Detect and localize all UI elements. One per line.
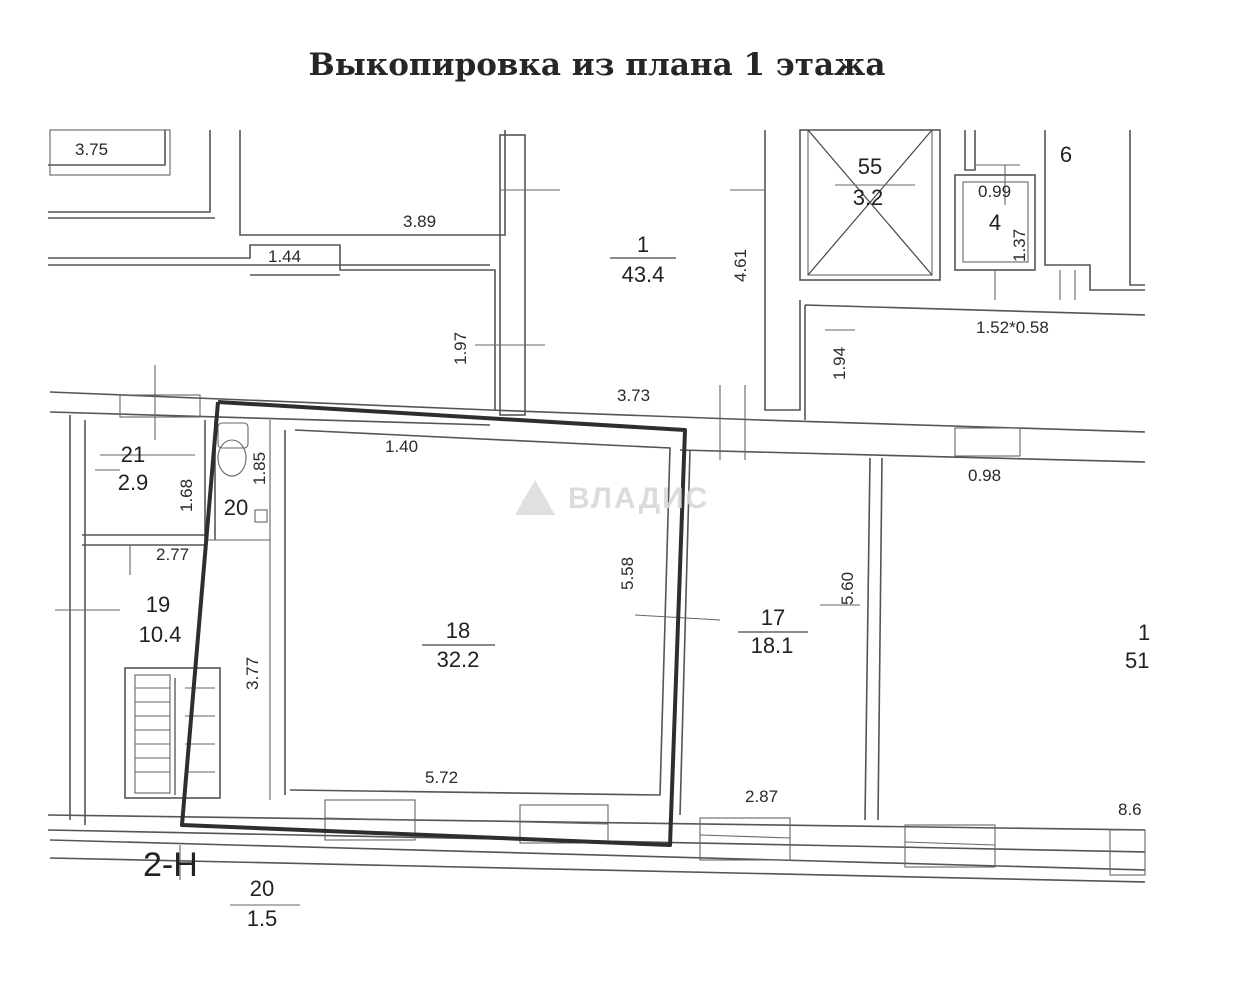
dim-1-94: 1.94 bbox=[830, 347, 849, 380]
room-18-number: 18 bbox=[446, 618, 470, 643]
room-20b-area: 1.5 bbox=[247, 906, 278, 931]
room-6-number: 6 bbox=[1060, 142, 1072, 167]
room-21-area: 2.9 bbox=[118, 470, 149, 495]
room-19-number: 19 bbox=[146, 592, 170, 617]
room-1-number: 1 bbox=[637, 232, 649, 257]
dim-4-61: 4.61 bbox=[731, 249, 750, 282]
room-1-area: 43.4 bbox=[622, 262, 665, 287]
room-18-area: 32.2 bbox=[437, 647, 480, 672]
room-17-area: 18.1 bbox=[751, 633, 794, 658]
room-20b-number: 20 bbox=[250, 876, 274, 901]
room-19-area: 10.4 bbox=[139, 622, 182, 647]
dim-1-52-0-58: 1.52*0.58 bbox=[976, 318, 1049, 337]
dim-5-60: 5.60 bbox=[838, 572, 857, 605]
dim-0-98: 0.98 bbox=[968, 466, 1001, 485]
watermark: ВЛАДИС bbox=[515, 480, 709, 515]
dimension-labels: 3.75 3.89 1.44 4.61 0.99 1.37 1.52*0.58 … bbox=[75, 140, 1142, 819]
dim-3-77: 3.77 bbox=[243, 657, 262, 690]
dim-2-87: 2.87 bbox=[745, 787, 778, 806]
house-icon bbox=[515, 480, 555, 515]
room-21-number: 21 bbox=[121, 442, 145, 467]
dim-1-40: 1.40 bbox=[385, 437, 418, 456]
dim-0-99: 0.99 bbox=[978, 182, 1011, 201]
corridor-walls bbox=[49, 365, 1146, 463]
room-4-number: 4 bbox=[989, 210, 1001, 235]
dim-3-73: 3.73 bbox=[617, 386, 650, 405]
left-rooms bbox=[55, 415, 286, 825]
dim-5-72: 5.72 bbox=[425, 768, 458, 787]
dim-3-75: 3.75 bbox=[75, 140, 108, 159]
plan-title: Выкопировка из плана 1 этажа bbox=[309, 47, 886, 83]
dim-1-97: 1.97 bbox=[451, 332, 470, 365]
room-20-number: 20 bbox=[224, 495, 248, 520]
center-rooms bbox=[289, 429, 883, 821]
section-mark: 2-Н bbox=[143, 846, 198, 884]
bottom-walls bbox=[47, 799, 1146, 906]
room-16-number: 1 bbox=[1138, 620, 1150, 645]
room-55-area: 3.2 bbox=[853, 185, 884, 210]
dim-1-37: 1.37 bbox=[1010, 229, 1029, 262]
room-55-number: 55 bbox=[858, 154, 882, 179]
dim-1-85: 1.85 bbox=[250, 452, 269, 485]
upper-walls bbox=[48, 129, 1146, 420]
dim-2-77: 2.77 bbox=[156, 545, 189, 564]
room-labels: 1 43.4 55 3.2 4 6 21 2.9 20 19 10.4 18 3… bbox=[118, 142, 1151, 931]
dim-1-44: 1.44 bbox=[268, 247, 301, 266]
dim-3-89: 3.89 bbox=[403, 212, 436, 231]
highlighted-premises bbox=[180, 400, 687, 847]
dim-8-6: 8.6 bbox=[1118, 800, 1142, 819]
room-17-number: 17 bbox=[761, 605, 785, 630]
room-16-area: 51 bbox=[1125, 648, 1149, 673]
dim-5-58: 5.58 bbox=[618, 557, 637, 590]
watermark-text: ВЛАДИС bbox=[568, 482, 709, 515]
dim-1-68: 1.68 bbox=[177, 479, 196, 512]
